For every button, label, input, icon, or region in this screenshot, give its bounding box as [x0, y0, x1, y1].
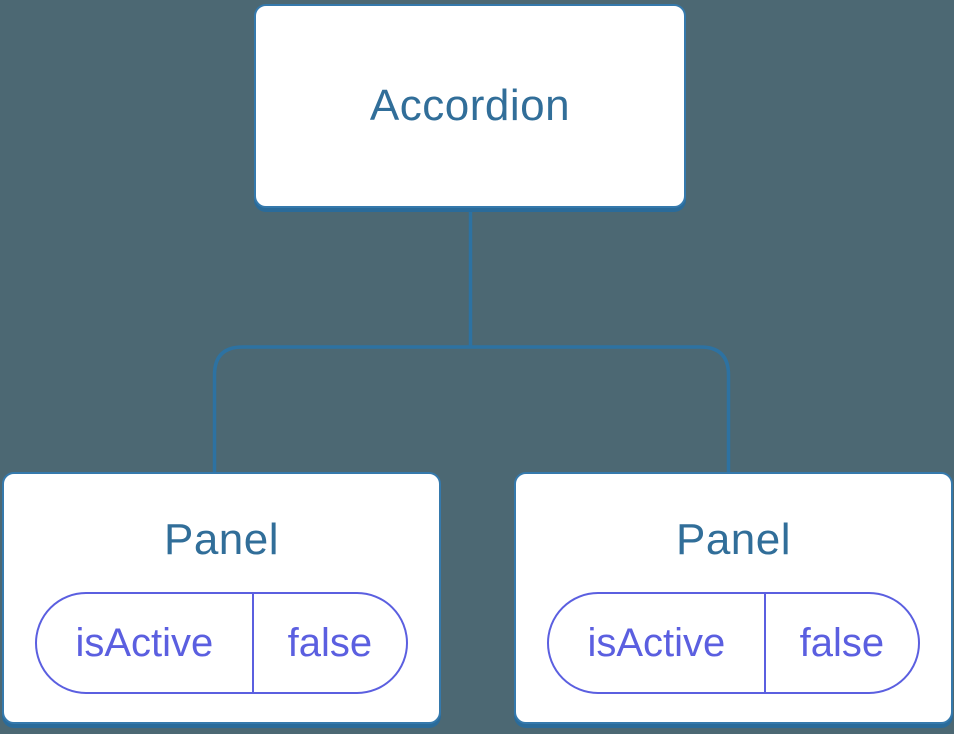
state-key: isActive: [75, 620, 214, 665]
component-node-panel-2: Panel isActive false: [514, 472, 953, 724]
state-pill: isActive false: [547, 592, 920, 694]
state-value: false: [251, 594, 406, 692]
state-key: isActive: [587, 620, 726, 665]
component-node-panel-1: Panel isActive false: [2, 472, 441, 724]
node-label: Panel: [675, 515, 792, 564]
node-label: Accordion: [369, 81, 571, 130]
component-node-accordion: Accordion: [254, 4, 686, 208]
node-label: Panel: [163, 515, 280, 564]
state-pill: isActive false: [35, 592, 408, 694]
state-value: false: [763, 594, 918, 692]
